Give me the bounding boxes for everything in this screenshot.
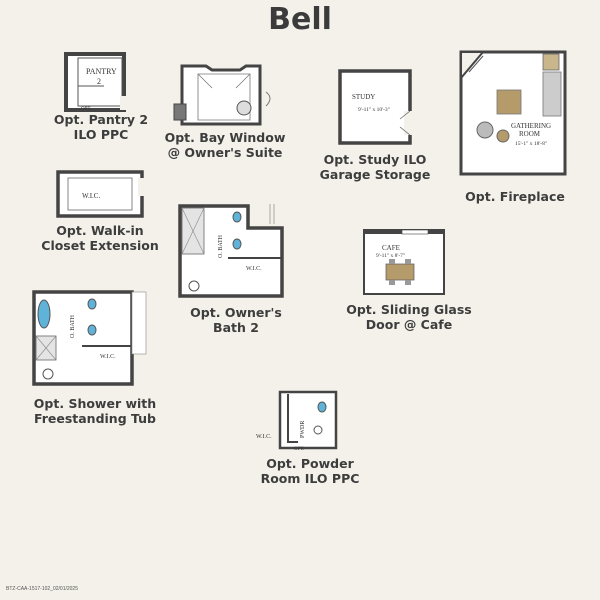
dining-table-icon — [385, 263, 415, 281]
study-dimensions: 9'-11" x 10'-3" — [358, 107, 390, 113]
pantry-2-plan: PANTRY 2 OPT. — [64, 52, 126, 112]
shower-wic-label: W.I.C. — [100, 354, 116, 360]
pantry-opt-label: OPT. — [81, 107, 91, 112]
sliding-door-plan: CAFE 9'-11" x 8'-7" — [363, 229, 445, 295]
owners-wic-label: W.I.C. — [246, 266, 262, 272]
pantry-number: 2 — [97, 77, 101, 86]
wic-label: W.I.C. — [82, 192, 100, 200]
shower-tub-plan: O. BATH W.I.C. — [32, 290, 147, 386]
shower-owners-bath-label: O. BATH — [70, 314, 76, 338]
gathering-room-dimensions: 15'-1" x 18'-8" — [515, 141, 547, 147]
powder-opt-label: OPT. — [294, 447, 304, 452]
walk-in-closet-plan: W.I.C. — [56, 170, 148, 218]
freestanding-tub-icon — [37, 299, 51, 329]
gathering-room-label-2: ROOM — [519, 130, 541, 138]
bay-window-plan — [173, 64, 271, 126]
study-plan: STUDY 9'-11" x 10'-3" — [338, 69, 414, 145]
pantry-label: PANTRY — [86, 67, 117, 76]
owners-bath-label: O. BATH — [218, 234, 224, 258]
chair-icon — [236, 100, 252, 116]
plan-title: Bell — [268, 2, 332, 37]
study-label: STUDY — [352, 93, 375, 101]
gathering-room-label-1: GATHERING — [511, 122, 551, 130]
powder-room-plan: W.I.C. PWDR OPT. — [256, 390, 338, 452]
fireplace-caption: Opt. Fireplace — [465, 189, 565, 204]
powder-wic-label: W.I.C. — [256, 434, 272, 440]
document-code: BTZ-CAA-1517-102_02/01/2025 — [6, 586, 78, 592]
ottoman-icon — [496, 89, 522, 115]
fireplace-icon — [542, 53, 560, 71]
cafe-label: CAFE — [382, 244, 400, 252]
cafe-dimensions: 9'-11" x 8'-7" — [376, 253, 405, 259]
bay-window-caption: Opt. Bay Window@ Owner's Suite — [164, 130, 286, 160]
powder-label: PWDR — [300, 421, 306, 438]
owners-bath-2-plan: O. BATH W.I.C. — [178, 204, 284, 298]
fireplace-plan: GATHERING ROOM 15'-1" x 18'-8" — [459, 50, 567, 176]
